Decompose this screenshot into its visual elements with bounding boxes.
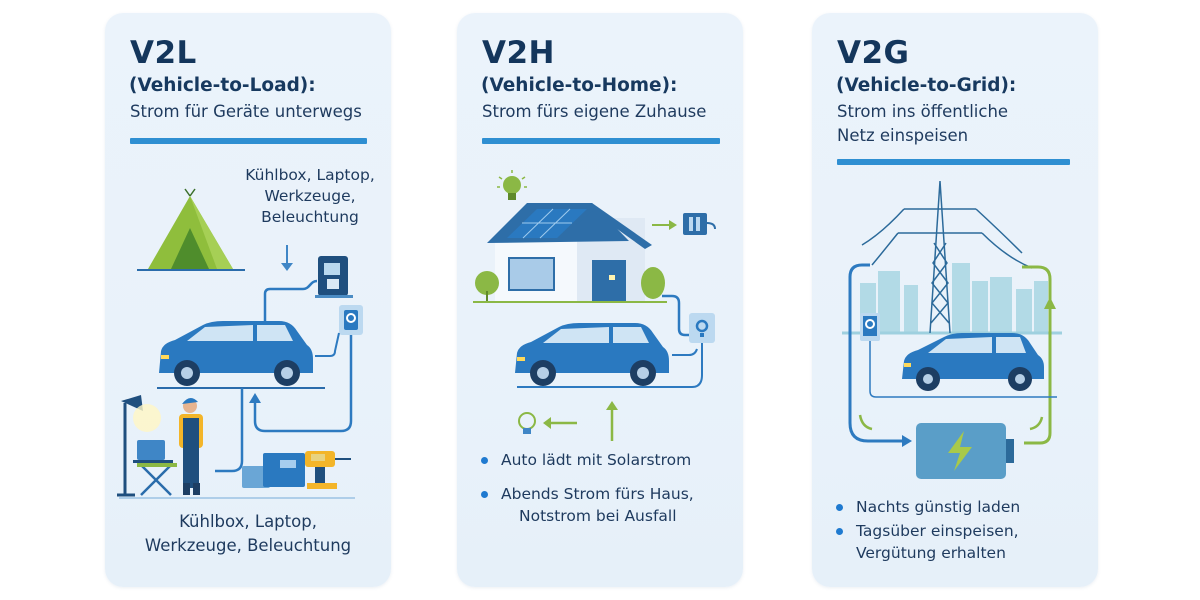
bullet-dot-icon	[836, 504, 843, 511]
lightbulb-icon	[518, 412, 536, 434]
benefit-list: Auto lädt mit Solarstrom Abends Strom fü…	[479, 449, 694, 527]
bullet-dot-icon	[836, 528, 843, 535]
arrow-right-icon	[652, 220, 677, 230]
wallbox-icon	[860, 313, 880, 341]
arrow-up-icon	[606, 401, 618, 441]
house-icon	[473, 203, 667, 303]
divider-rule	[482, 138, 720, 144]
panel-full-name: (Vehicle-to-Grid):	[836, 75, 1017, 96]
arrow-left-icon	[543, 417, 577, 429]
benefit-item: Nachts günstig laden	[834, 496, 1020, 518]
wallbox-icon	[689, 313, 715, 343]
wallbox-icon	[339, 305, 363, 335]
battery-icon	[916, 423, 1014, 479]
divider-rule	[130, 138, 367, 144]
panel-full-name: (Vehicle-to-Load):	[129, 75, 316, 96]
bottom-load-label: Kühlbox, Laptop, Werkzeuge, Beleuchtung	[144, 512, 352, 555]
panel-v2h: V2H (Vehicle-to-Home): Strom fürs eigene…	[457, 13, 743, 587]
coffee-machine-icon	[315, 256, 353, 298]
panel-code: V2G	[837, 35, 910, 71]
benefit-item: Tagsüber einspeisen, Vergütung erhalten	[834, 520, 1020, 564]
solar-panel-icon	[507, 208, 587, 239]
lightbulb-icon	[497, 170, 527, 200]
panel-subtitle: Strom für Geräte unterwegs	[130, 102, 362, 121]
panel-code: V2H	[482, 35, 556, 71]
divider-rule	[837, 159, 1070, 165]
worker-icon	[179, 397, 203, 495]
car-icon	[159, 321, 313, 386]
lamp-icon	[117, 395, 161, 497]
panel-subtitle: Strom fürs eigene Zuhause	[482, 102, 707, 121]
panel-code: V2L	[130, 35, 197, 71]
car-icon	[902, 333, 1044, 391]
panel-v2g: V2G (Vehicle-to-Grid): Strom ins öffentl…	[812, 13, 1098, 587]
bullet-dot-icon	[481, 491, 488, 498]
top-load-label: Kühlbox, Laptop, Werkzeuge, Beleuchtung	[245, 166, 375, 226]
power-pylon-icon	[861, 180, 1033, 334]
city-skyline-icon	[860, 263, 1048, 333]
benefit-list: Nachts günstig laden Tagsüber einspeisen…	[834, 496, 1020, 564]
arrow-down-icon	[281, 245, 293, 271]
tools-icon	[242, 451, 351, 489]
panel-full-name: (Vehicle-to-Home):	[481, 75, 678, 96]
panel-v2l: V2L (Vehicle-to-Load): Strom für Geräte …	[105, 13, 391, 587]
bullet-dot-icon	[481, 457, 488, 464]
laptop-icon	[133, 440, 173, 463]
inverter-icon	[683, 213, 716, 235]
lightning-icon	[948, 431, 972, 471]
benefit-item: Auto lädt mit Solarstrom	[479, 449, 694, 471]
benefit-item: Abends Strom fürs Haus, Notstrom bei Aus…	[479, 483, 694, 527]
car-icon	[515, 323, 669, 386]
panel-subtitle: Strom ins öffentliche Netz einspeisen	[837, 102, 1009, 145]
